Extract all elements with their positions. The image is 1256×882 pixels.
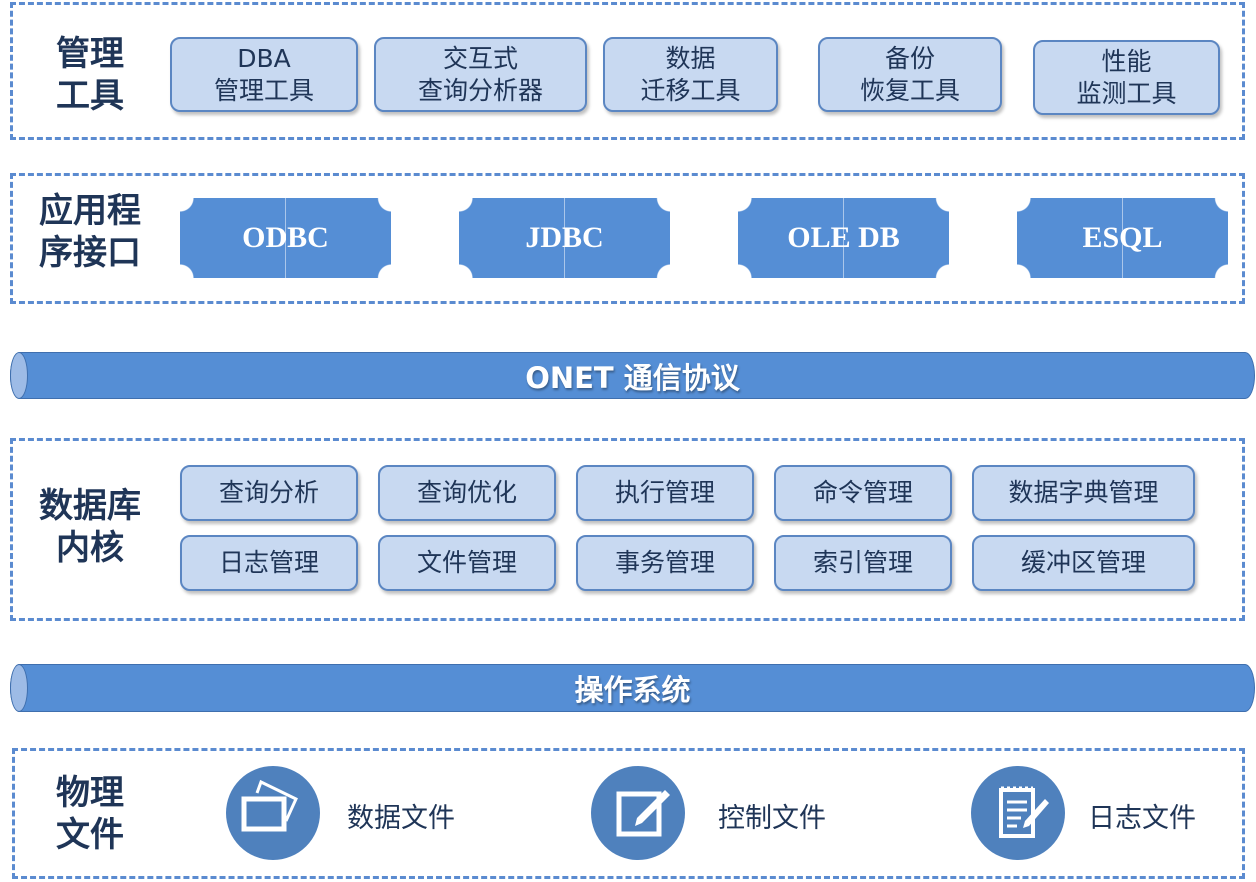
cylinder-end bbox=[10, 664, 28, 712]
file-label: 日志文件 bbox=[1088, 803, 1196, 834]
kernel-item: 执行管理 bbox=[576, 465, 754, 521]
kernel-item: 查询分析 bbox=[180, 465, 358, 521]
kernel-item: 事务管理 bbox=[576, 535, 754, 591]
kernel-item: 日志管理 bbox=[180, 535, 358, 591]
api-odbc: ODBC bbox=[180, 198, 391, 278]
tool-migration: 数据 迁移工具 bbox=[603, 37, 778, 112]
api-label: 应用程 序接口 bbox=[39, 191, 141, 273]
tool-dba: DBA 管理工具 bbox=[170, 37, 358, 112]
edit-icon bbox=[591, 766, 685, 860]
physical-files-label: 物理 文件 bbox=[56, 773, 124, 855]
cylinder-end bbox=[10, 352, 28, 399]
kernel-item: 缓冲区管理 bbox=[972, 535, 1195, 591]
physical-files-section bbox=[12, 748, 1245, 879]
api-oledb: OLE DB bbox=[738, 198, 949, 278]
management-tools-section bbox=[10, 2, 1245, 140]
kernel-item: 数据字典管理 bbox=[972, 465, 1195, 521]
kernel-item: 索引管理 bbox=[774, 535, 952, 591]
tool-query-analyzer: 交互式 查询分析器 bbox=[374, 37, 587, 112]
protocol-bar-label: ONET 通信协议 bbox=[525, 360, 740, 395]
tool-backup: 备份 恢复工具 bbox=[818, 37, 1002, 112]
api-jdbc: JDBC bbox=[459, 198, 670, 278]
tool-performance: 性能 监测工具 bbox=[1033, 40, 1220, 115]
management-tools-label: 管理 工具 bbox=[56, 34, 124, 116]
kernel-item: 查询优化 bbox=[378, 465, 556, 521]
kernel-item: 命令管理 bbox=[774, 465, 952, 521]
os-bar: 操作系统 bbox=[10, 664, 1255, 712]
protocol-bar: ONET 通信协议 bbox=[10, 352, 1255, 399]
kernel-label: 数据库 内核 bbox=[39, 486, 141, 568]
api-section bbox=[10, 173, 1245, 304]
notepad-icon bbox=[971, 766, 1065, 860]
kernel-item: 文件管理 bbox=[378, 535, 556, 591]
api-esql: ESQL bbox=[1017, 198, 1228, 278]
file-label: 控制文件 bbox=[718, 803, 826, 834]
os-bar-label: 操作系统 bbox=[574, 673, 691, 707]
photo-icon bbox=[226, 766, 320, 860]
file-label: 数据文件 bbox=[347, 803, 455, 834]
kernel-section bbox=[10, 438, 1245, 621]
